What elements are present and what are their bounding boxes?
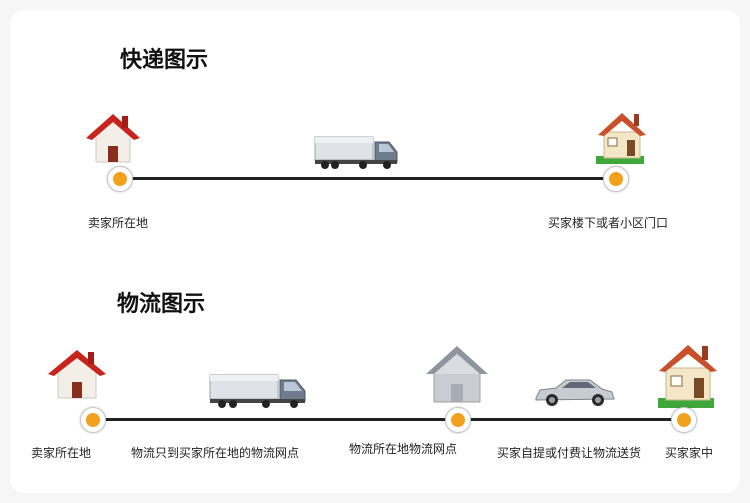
red-roof-house-icon bbox=[48, 350, 106, 399]
logistics-line bbox=[96, 418, 686, 421]
express-line bbox=[120, 177, 616, 180]
house-with-lawn-icon bbox=[596, 113, 646, 164]
house-with-lawn-icon bbox=[658, 345, 717, 408]
express-end-node bbox=[603, 166, 629, 192]
express-start-label: 卖家所在地 bbox=[88, 216, 149, 230]
express-end-label: 买家楼下或者小区门口 bbox=[548, 216, 669, 230]
logistics-label-1: 卖家所在地 bbox=[31, 446, 92, 460]
truck-icon bbox=[209, 374, 306, 408]
logistics-node-2 bbox=[445, 407, 471, 433]
logistics-node-1 bbox=[80, 407, 106, 433]
red-roof-house-icon bbox=[86, 114, 140, 163]
diagram-card bbox=[10, 10, 740, 493]
logistics-label-4: 买家自提或付费让物流送货 bbox=[497, 446, 642, 460]
express-title: 快递图示 bbox=[120, 48, 209, 73]
gray-house-icon bbox=[426, 346, 488, 403]
logistics-title: 物流图示 bbox=[117, 292, 206, 317]
logistics-label-3: 物流所在地物流网点 bbox=[349, 442, 458, 456]
logistics-label-5: 买家家中 bbox=[665, 446, 714, 460]
express-start-node bbox=[107, 166, 133, 192]
car-icon bbox=[535, 379, 615, 406]
truck-icon bbox=[314, 136, 398, 169]
logistics-node-3 bbox=[671, 407, 697, 433]
logistics-label-2: 物流只到买家所在地的物流网点 bbox=[131, 446, 300, 460]
